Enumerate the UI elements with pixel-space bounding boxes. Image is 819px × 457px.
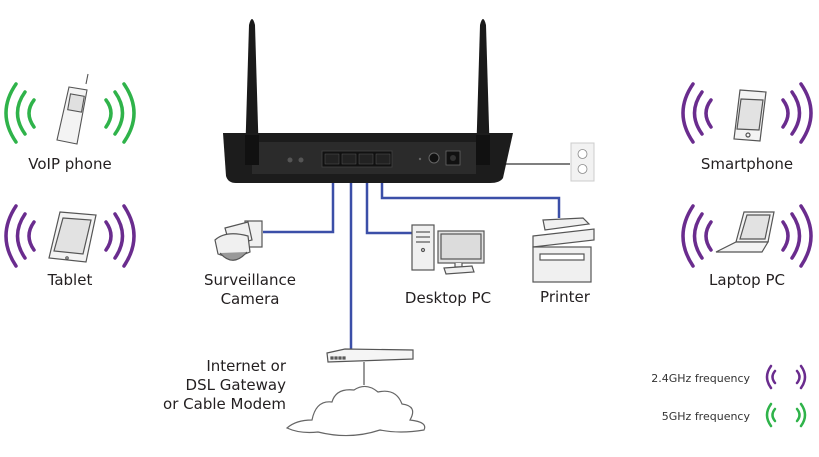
device-label-camera-line1: Surveillance	[204, 271, 296, 289]
router-icon	[223, 19, 513, 183]
printer-icon	[532, 217, 595, 283]
cable-camera	[263, 160, 335, 234]
device-label-laptop: Laptop PC	[709, 271, 785, 289]
laptop-icon	[715, 211, 775, 253]
antenna-left	[245, 19, 259, 160]
internet-label-line3: or Cable Modem	[163, 395, 286, 413]
device-label-printer: Printer	[540, 288, 590, 306]
mobile-phone-icon	[56, 73, 89, 145]
antenna-right	[476, 19, 490, 160]
wall-outlet-icon	[570, 142, 595, 182]
wifi-waves-laptop	[681, 204, 813, 268]
legend-label-5ghz: 5GHz frequency	[661, 410, 750, 423]
legend-icon-5ghz	[765, 402, 807, 428]
device-label-desktop: Desktop PC	[404, 289, 492, 307]
wifi-waves-tablet	[4, 204, 136, 268]
internet-label-line1: Internet or	[206, 357, 286, 375]
wifi-waves-smartphone	[681, 82, 813, 144]
cable-desktop	[365, 160, 412, 235]
modem-icon	[326, 348, 414, 385]
device-label-voip-phone: VoIP phone	[28, 155, 112, 173]
internet-label-line2: DSL Gateway	[185, 376, 286, 394]
device-label-camera-line2: Camera	[220, 290, 280, 308]
camera-icon	[214, 220, 263, 261]
legend-icon-2-4ghz	[765, 364, 807, 390]
wifi-waves-voip	[4, 82, 136, 144]
device-label-smartphone: Smartphone	[700, 155, 794, 173]
tablet-icon	[48, 211, 97, 263]
smartphone-icon	[733, 89, 767, 142]
desktop-icon	[411, 224, 485, 275]
legend-label-2-4ghz: 2.4GHz frequency	[651, 372, 750, 385]
device-label-tablet: Tablet	[47, 271, 93, 289]
cloud-icon	[285, 385, 426, 437]
